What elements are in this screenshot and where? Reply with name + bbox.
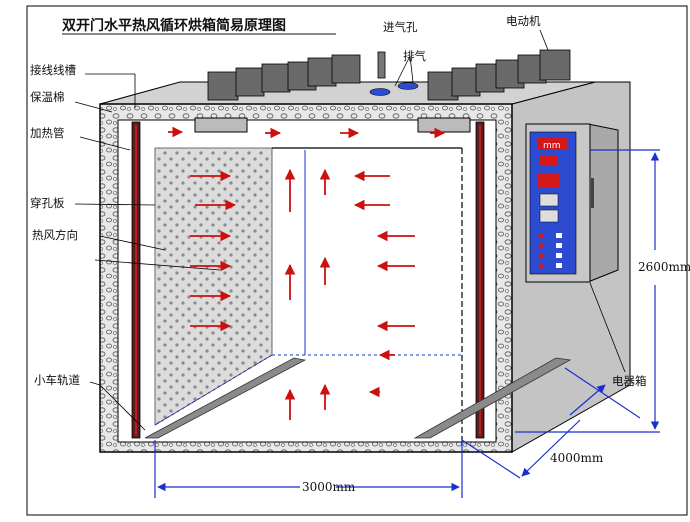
box-handle — [591, 178, 594, 208]
dim-width: 3000mm — [302, 480, 356, 494]
label-air-inlet: 进气孔 — [383, 20, 418, 34]
air-inlet-pipe — [377, 51, 386, 79]
panel-gauge-1 — [539, 193, 559, 207]
label-insulation: 保温棉 — [30, 90, 65, 104]
fan-duct-left — [194, 117, 248, 133]
label-perforated-plate: 穿孔板 — [30, 196, 65, 210]
label-trolley-rail: 小车轨道 — [34, 373, 80, 387]
trolley-rail-left — [144, 357, 307, 439]
label-wiring-trough: 接线线槽 — [30, 63, 76, 77]
panel-display-text: mm — [543, 141, 561, 151]
label-motor: 电动机 — [506, 14, 541, 28]
motors-left — [207, 54, 361, 101]
diagram-title: 双开门水平热风循环烘箱简易原理图 — [62, 17, 286, 34]
panel-gauge-2 — [539, 209, 559, 223]
exhaust-port-2 — [397, 82, 419, 90]
label-hot-air-direction: 热风方向 — [32, 228, 78, 242]
motors-right — [427, 49, 571, 101]
dim-height: 2600mm — [638, 260, 690, 274]
leader-lines — [74, 29, 626, 431]
hot-air-arrows — [168, 126, 446, 420]
panel-buttons — [538, 233, 544, 269]
exhaust-port-1 — [369, 88, 391, 96]
fan-duct-right — [417, 117, 471, 133]
dimension-lines — [154, 149, 660, 498]
image-frame — [26, 5, 688, 516]
trolley-rail-right — [413, 357, 572, 439]
label-heating-tube: 加热管 — [30, 126, 65, 140]
panel-display — [538, 138, 568, 150]
label-electrical-box: 电器箱 — [612, 374, 647, 388]
panel-switches — [556, 233, 562, 268]
panel-meter-2 — [538, 174, 560, 188]
label-exhaust: 排气 — [403, 49, 426, 63]
panel-meter-1 — [540, 156, 558, 165]
dim-depth: 4000mm — [550, 451, 604, 465]
